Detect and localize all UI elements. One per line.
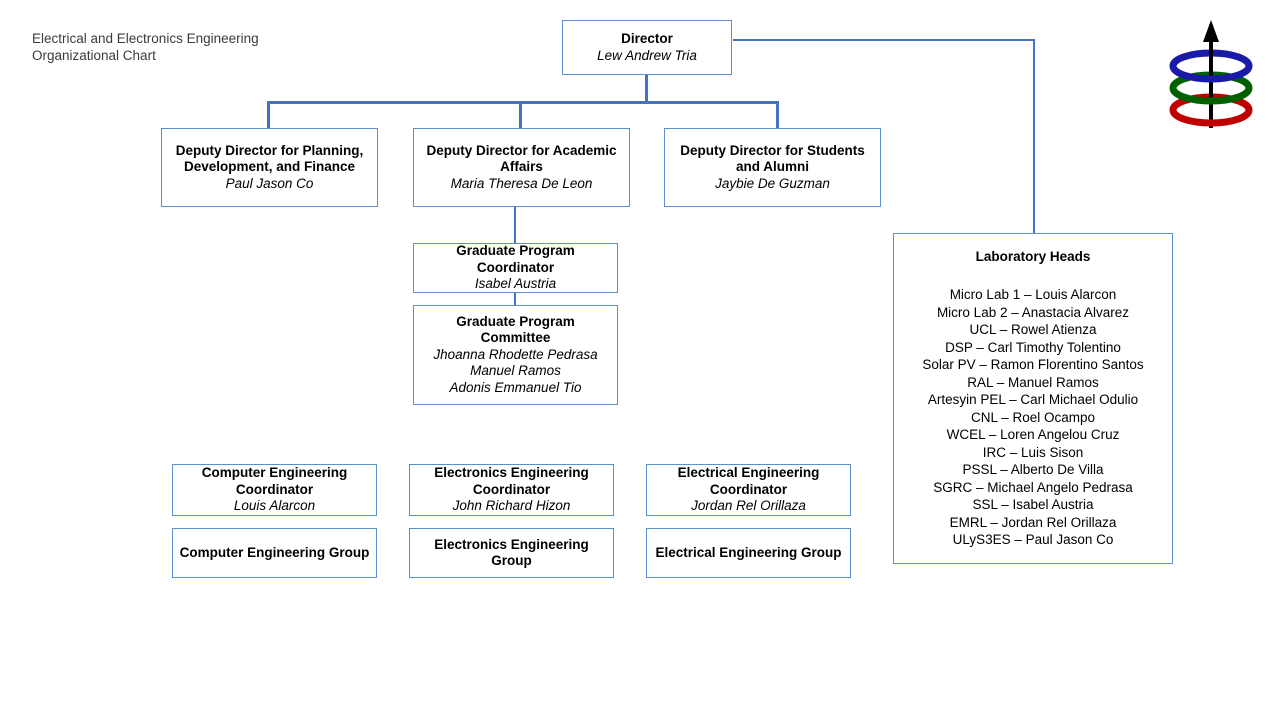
node-electronics-engineering-coordinator[interactable]: Electronics Engineering Coordinator John… — [409, 464, 614, 516]
list-item: Micro Lab 1 – Louis Alarcon — [949, 287, 1117, 302]
node-grad-committee-role: Graduate Program Committee — [456, 313, 575, 346]
list-item: Solar PV – Ramon Florentino Santos — [922, 357, 1144, 372]
connector-director-to-lab-horizontal — [733, 39, 1035, 41]
node-graduate-program-committee[interactable]: Graduate Program Committee Jhoanna Rhode… — [413, 305, 618, 405]
list-item: CNL – Roel Ocampo — [970, 409, 1096, 425]
connector-grad-coordinator-to-committee — [514, 293, 516, 305]
node-electronics-engineering-group[interactable]: Electronics Engineering Group — [409, 528, 614, 578]
node-electrical-engineering-group[interactable]: Electrical Engineering Group — [646, 528, 851, 578]
node-ee-coordinator-role: Electrical Engineering Coordinator — [677, 465, 820, 497]
node-deputy-students-role: Deputy Director for Students and Alumni — [680, 142, 865, 175]
node-graduate-program-coordinator[interactable]: Graduate Program Coordinator Isabel Aust… — [413, 243, 618, 293]
list-item: WCEL – Loren Angelou Cruz — [946, 427, 1120, 442]
node-grad-coordinator-person: Isabel Austria — [474, 276, 557, 292]
list-item: RAL – Manuel Ramos — [967, 374, 1099, 390]
node-deputy-academic-person: Maria Theresa De Leon — [450, 175, 593, 191]
connector-to-deputy-planning — [267, 101, 270, 129]
node-ece-coordinator-person: John Richard Hizon — [452, 498, 571, 514]
list-item: EMRL – Jordan Rel Orillaza — [949, 514, 1117, 530]
connector-to-deputy-students — [776, 101, 779, 129]
laboratory-heads-list: Micro Lab 1 – Louis Alarcon Micro Lab 2 … — [894, 286, 1172, 549]
node-computer-engineering-group[interactable]: Computer Engineering Group — [172, 528, 377, 578]
node-deputy-planning-role: Deputy Director for Planning, Developmen… — [175, 142, 364, 175]
list-item: ULyS3ES – Paul Jason Co — [952, 532, 1114, 547]
node-electrical-engineering-coordinator[interactable]: Electrical Engineering Coordinator Jorda… — [646, 464, 851, 516]
connector-to-deputy-academic — [519, 101, 522, 129]
node-grad-coordinator-role: Graduate Program Coordinator — [456, 243, 575, 275]
node-ece-group-role: Electronics Engineering Group — [434, 536, 589, 569]
eee-arrow-rings-logo — [1163, 18, 1259, 134]
node-compe-group-role: Computer Engineering Group — [179, 544, 370, 560]
list-item: Micro Lab 2 – Anastacia Alvarez — [936, 304, 1130, 320]
node-deputy-director-planning[interactable]: Deputy Director for Planning, Developmen… — [161, 128, 378, 207]
panel-laboratory-heads[interactable]: Laboratory Heads Micro Lab 1 – Louis Ala… — [893, 233, 1173, 564]
node-compe-coordinator-person: Louis Alarcon — [233, 498, 316, 514]
list-item: IRC – Luis Sison — [982, 444, 1084, 460]
list-item: UCL – Rowel Atienza — [969, 322, 1097, 337]
node-deputy-students-person: Jaybie De Guzman — [715, 175, 830, 191]
node-ee-coordinator-person: Jordan Rel Orillaza — [691, 498, 806, 514]
node-deputy-academic-role: Deputy Director for Academic Affairs — [426, 142, 617, 175]
connector-deputy-bus — [267, 101, 779, 104]
node-deputy-director-students[interactable]: Deputy Director for Students and Alumni … — [664, 128, 881, 207]
node-ece-coordinator-role: Electronics Engineering Coordinator — [434, 465, 589, 497]
node-deputy-director-academic[interactable]: Deputy Director for Academic Affairs Mar… — [413, 128, 630, 207]
connector-director-to-lab-vertical — [1033, 39, 1035, 234]
node-director-person: Lew Andrew Tria — [597, 47, 697, 63]
node-computer-engineering-coordinator[interactable]: Computer Engineering Coordinator Louis A… — [172, 464, 377, 516]
list-item: SGRC – Michael Angelo Pedrasa — [933, 479, 1133, 495]
node-deputy-planning-person: Paul Jason Co — [225, 175, 314, 191]
list-item: PSSL – Alberto De Villa — [962, 462, 1104, 477]
list-item: SSL – Isabel Austria — [972, 497, 1094, 512]
page-title: Electrical and Electronics Engineering O… — [32, 31, 259, 63]
list-item: DSP – Carl Timothy Tolentino — [945, 339, 1121, 355]
connector-academic-to-grad-coordinator — [514, 207, 516, 243]
node-director[interactable]: Director Lew Andrew Tria — [562, 20, 732, 75]
laboratory-heads-title: Laboratory Heads — [975, 249, 1091, 264]
node-ee-group-role: Electrical Engineering Group — [655, 544, 842, 560]
node-director-role: Director — [621, 31, 673, 46]
list-item: Artesyin PEL – Carl Michael Odulio — [927, 392, 1139, 407]
node-grad-committee-person: Jhoanna Rhodette Pedrasa Manuel Ramos Ad… — [433, 346, 598, 395]
connector-director-stem — [645, 75, 648, 103]
node-compe-coordinator-role: Computer Engineering Coordinator — [201, 465, 348, 497]
